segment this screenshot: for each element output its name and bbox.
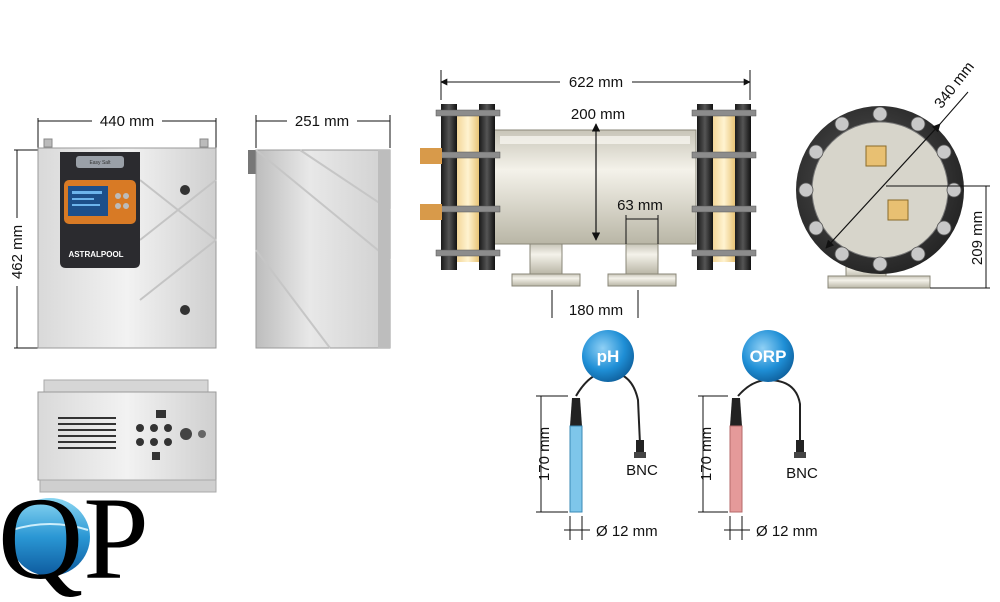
end-diameter-line bbox=[825, 123, 941, 249]
controller-width-label: 440 mm bbox=[100, 113, 154, 130]
controller-bottom-view bbox=[37, 379, 217, 493]
panel-model-label: Easy Salt bbox=[89, 160, 111, 166]
ph-probe-body bbox=[569, 425, 583, 513]
flange-bolt-icon bbox=[435, 109, 757, 257]
port-spacing-label: 180 mm bbox=[569, 302, 623, 319]
cable-gland-icon bbox=[136, 410, 172, 460]
qp-logo-text: QP bbox=[0, 473, 149, 602]
ph-connector-label: BNC bbox=[626, 462, 658, 479]
ph-length-label: 170 mm bbox=[536, 427, 553, 481]
side-depth-label: 251 mm bbox=[295, 113, 349, 130]
ph-diameter-label: Ø 12 mm bbox=[596, 523, 658, 540]
ph-probe-name: pH bbox=[597, 347, 620, 366]
orp-connector-label: BNC bbox=[786, 465, 818, 482]
orp-probe-body bbox=[729, 425, 743, 513]
end-diameter-label: 340 mm bbox=[931, 59, 978, 112]
vent-grille bbox=[58, 417, 116, 449]
ph-label-ball bbox=[582, 330, 634, 382]
flange-gap-label: 200 mm bbox=[571, 106, 625, 123]
controller-side-panel bbox=[255, 149, 391, 349]
cell-length-label: 622 mm bbox=[569, 74, 623, 91]
cabinet-screw-icon bbox=[180, 185, 190, 195]
panel-button[interactable] bbox=[123, 203, 129, 209]
panel-button[interactable] bbox=[123, 193, 129, 199]
panel-button[interactable] bbox=[115, 193, 121, 199]
connector-icon bbox=[198, 430, 206, 438]
controller-height-label: 462 mm bbox=[9, 225, 26, 279]
electrode-terminal-icon bbox=[887, 199, 909, 221]
cabinet-screw-icon bbox=[180, 305, 190, 315]
connector-icon bbox=[180, 428, 192, 440]
controller-side-view: 251 mm bbox=[248, 113, 391, 349]
display-screen bbox=[68, 186, 108, 216]
electrode-terminal-icon bbox=[865, 145, 887, 167]
qp-logo: QP bbox=[0, 473, 149, 602]
brand-label: ASTRALPOOL bbox=[68, 250, 123, 259]
left-flange bbox=[441, 104, 457, 270]
right-flange bbox=[697, 104, 713, 270]
cell-tube bbox=[493, 129, 697, 245]
orp-label-ball bbox=[742, 330, 794, 382]
orp-probe-name: ORP bbox=[750, 347, 787, 366]
orp-length-label: 170 mm bbox=[698, 427, 715, 481]
port-diameter-label: 63 mm bbox=[617, 197, 663, 214]
end-height-label: 209 mm bbox=[969, 211, 986, 265]
ph-probe: pH BNC 170 mm Ø 12 mm bbox=[536, 330, 658, 540]
electrolysis-cell-side-view: 622 mm 200 mm 63 mm 180 mm bbox=[420, 70, 757, 319]
orp-probe: ORP BNC 170 mm Ø 12 mm bbox=[698, 330, 818, 540]
electrolysis-cell-end-view: 340 mm 209 mm bbox=[796, 59, 990, 289]
panel-button[interactable] bbox=[115, 203, 121, 209]
controller-front-view: 440 mm 462 mm Easy Salt ASTRALPOOL bbox=[9, 113, 217, 349]
orp-diameter-label: Ø 12 mm bbox=[756, 523, 818, 540]
terminal-connector-icon bbox=[420, 148, 442, 220]
